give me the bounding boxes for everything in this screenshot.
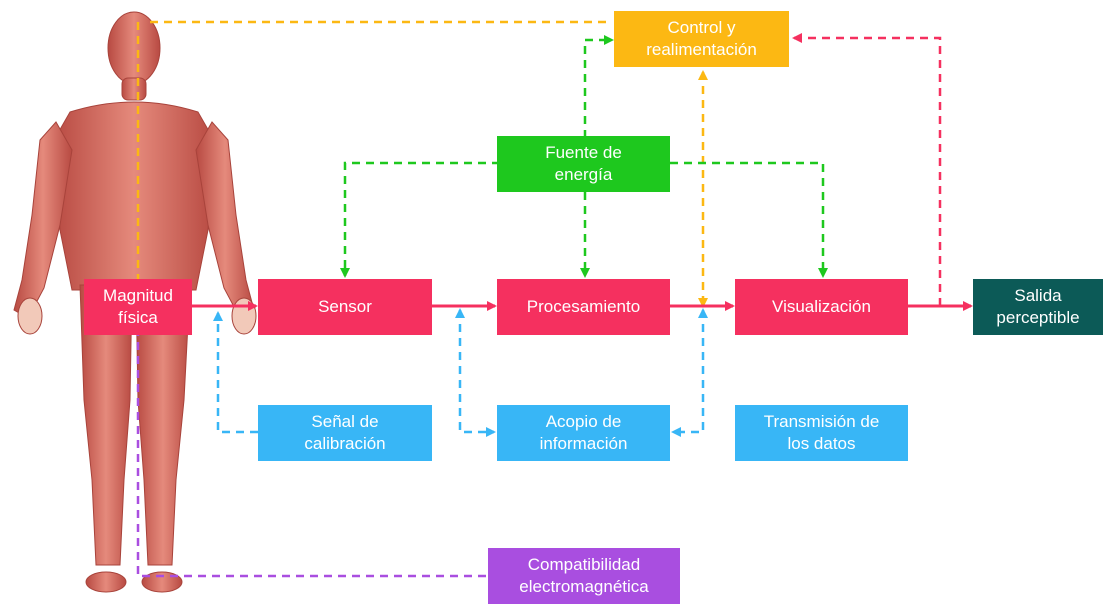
node-visualizacion-label: Visualización bbox=[772, 297, 871, 316]
transmission-link bbox=[671, 308, 708, 437]
node-transmision-datos-label: Transmisión de los datos bbox=[763, 412, 880, 453]
calibration-link bbox=[213, 311, 258, 434]
node-control-realimentacion-label: Control y realimentación bbox=[646, 18, 757, 59]
energy-link-sensor bbox=[340, 161, 500, 278]
node-sensor-label: Sensor bbox=[318, 297, 372, 316]
energy-link-control bbox=[583, 35, 614, 138]
node-magnitud-fisica: Magnitud física bbox=[84, 279, 192, 335]
node-compatibilidad-electromagnetica: Compatibilidad electromagnética bbox=[488, 548, 680, 604]
node-transmision-datos: Transmisión de los datos bbox=[735, 405, 908, 461]
acquisition-link bbox=[455, 308, 496, 437]
node-visualizacion: Visualización bbox=[735, 279, 908, 335]
node-acopio-informacion-label: Acopio de información bbox=[539, 412, 628, 453]
node-salida-perceptible: Salida perceptible bbox=[973, 279, 1103, 335]
energy-connectors bbox=[340, 35, 828, 278]
energy-link-display bbox=[670, 161, 828, 278]
control-connectors bbox=[136, 20, 708, 308]
node-procesamiento-label: Procesamiento bbox=[526, 297, 641, 316]
node-fuente-energia-label: Fuente de energía bbox=[545, 143, 622, 184]
feedback-connector bbox=[792, 33, 942, 306]
node-senal-calibracion-label: Señal de calibración bbox=[304, 412, 386, 453]
node-compatibilidad-label: Compatibilidad electromagnética bbox=[519, 555, 649, 596]
node-acopio-informacion: Acopio de información bbox=[497, 405, 670, 461]
node-procesamiento: Procesamiento bbox=[497, 279, 670, 335]
node-control-realimentacion: Control y realimentación bbox=[614, 11, 789, 67]
human-muscle-figure-icon bbox=[13, 11, 257, 593]
node-salida-perceptible-label: Salida perceptible bbox=[996, 286, 1080, 327]
node-fuente-energia: Fuente de energía bbox=[497, 136, 670, 192]
data-connectors bbox=[213, 308, 708, 437]
node-senal-calibracion: Señal de calibración bbox=[258, 405, 432, 461]
node-magnitud-fisica-label: Magnitud física bbox=[103, 286, 173, 327]
node-sensor: Sensor bbox=[258, 279, 432, 335]
emc-connector bbox=[136, 335, 486, 578]
